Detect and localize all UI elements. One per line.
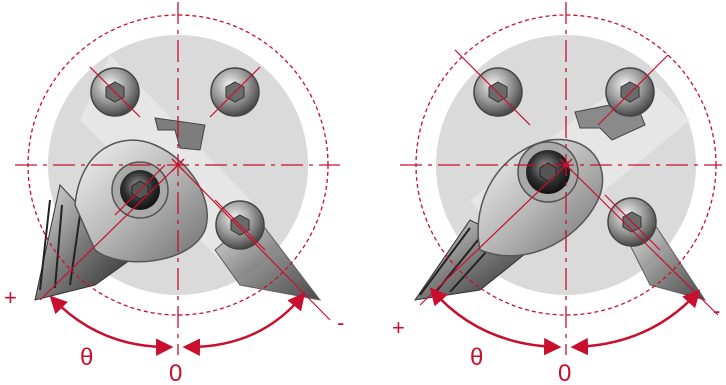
zero-label: 0	[558, 360, 571, 385]
angle-arc-left	[429, 287, 562, 356]
angle-arc-right	[570, 289, 701, 356]
tool-diagram-right: + - θ 0	[392, 2, 722, 385]
plus-label: +	[392, 315, 405, 340]
angle-line-plus	[39, 164, 179, 301]
center-mark	[171, 158, 185, 172]
zero-label: 0	[169, 360, 182, 385]
angle-line-plus	[419, 164, 567, 306]
screw-top-left	[473, 67, 523, 117]
angle-arc-left	[49, 295, 174, 356]
screw-top-right	[605, 67, 655, 117]
center-mark	[559, 158, 573, 172]
screw-axis-top-right	[209, 66, 261, 118]
screw-axis-top-left	[454, 49, 531, 126]
screw-center	[517, 141, 579, 203]
screw-axis-bottom-right	[604, 194, 661, 251]
theta-label: θ	[80, 344, 93, 371]
screw-axis-top-left	[89, 66, 141, 118]
screw-axis-top-right	[597, 54, 669, 126]
plus-label: +	[4, 285, 17, 310]
screw-axis-center	[114, 164, 166, 216]
minus-label: -	[713, 298, 720, 323]
cutting-blade-teeth-left	[39, 199, 81, 291]
screw-axis-bottom-right	[214, 199, 266, 251]
angle-arc-right	[182, 292, 306, 356]
clamp-bracket	[154, 117, 206, 151]
theta-label: θ	[470, 344, 483, 371]
minus-label: -	[337, 310, 344, 335]
tool-diagram-left: + - θ 0	[4, 2, 344, 385]
